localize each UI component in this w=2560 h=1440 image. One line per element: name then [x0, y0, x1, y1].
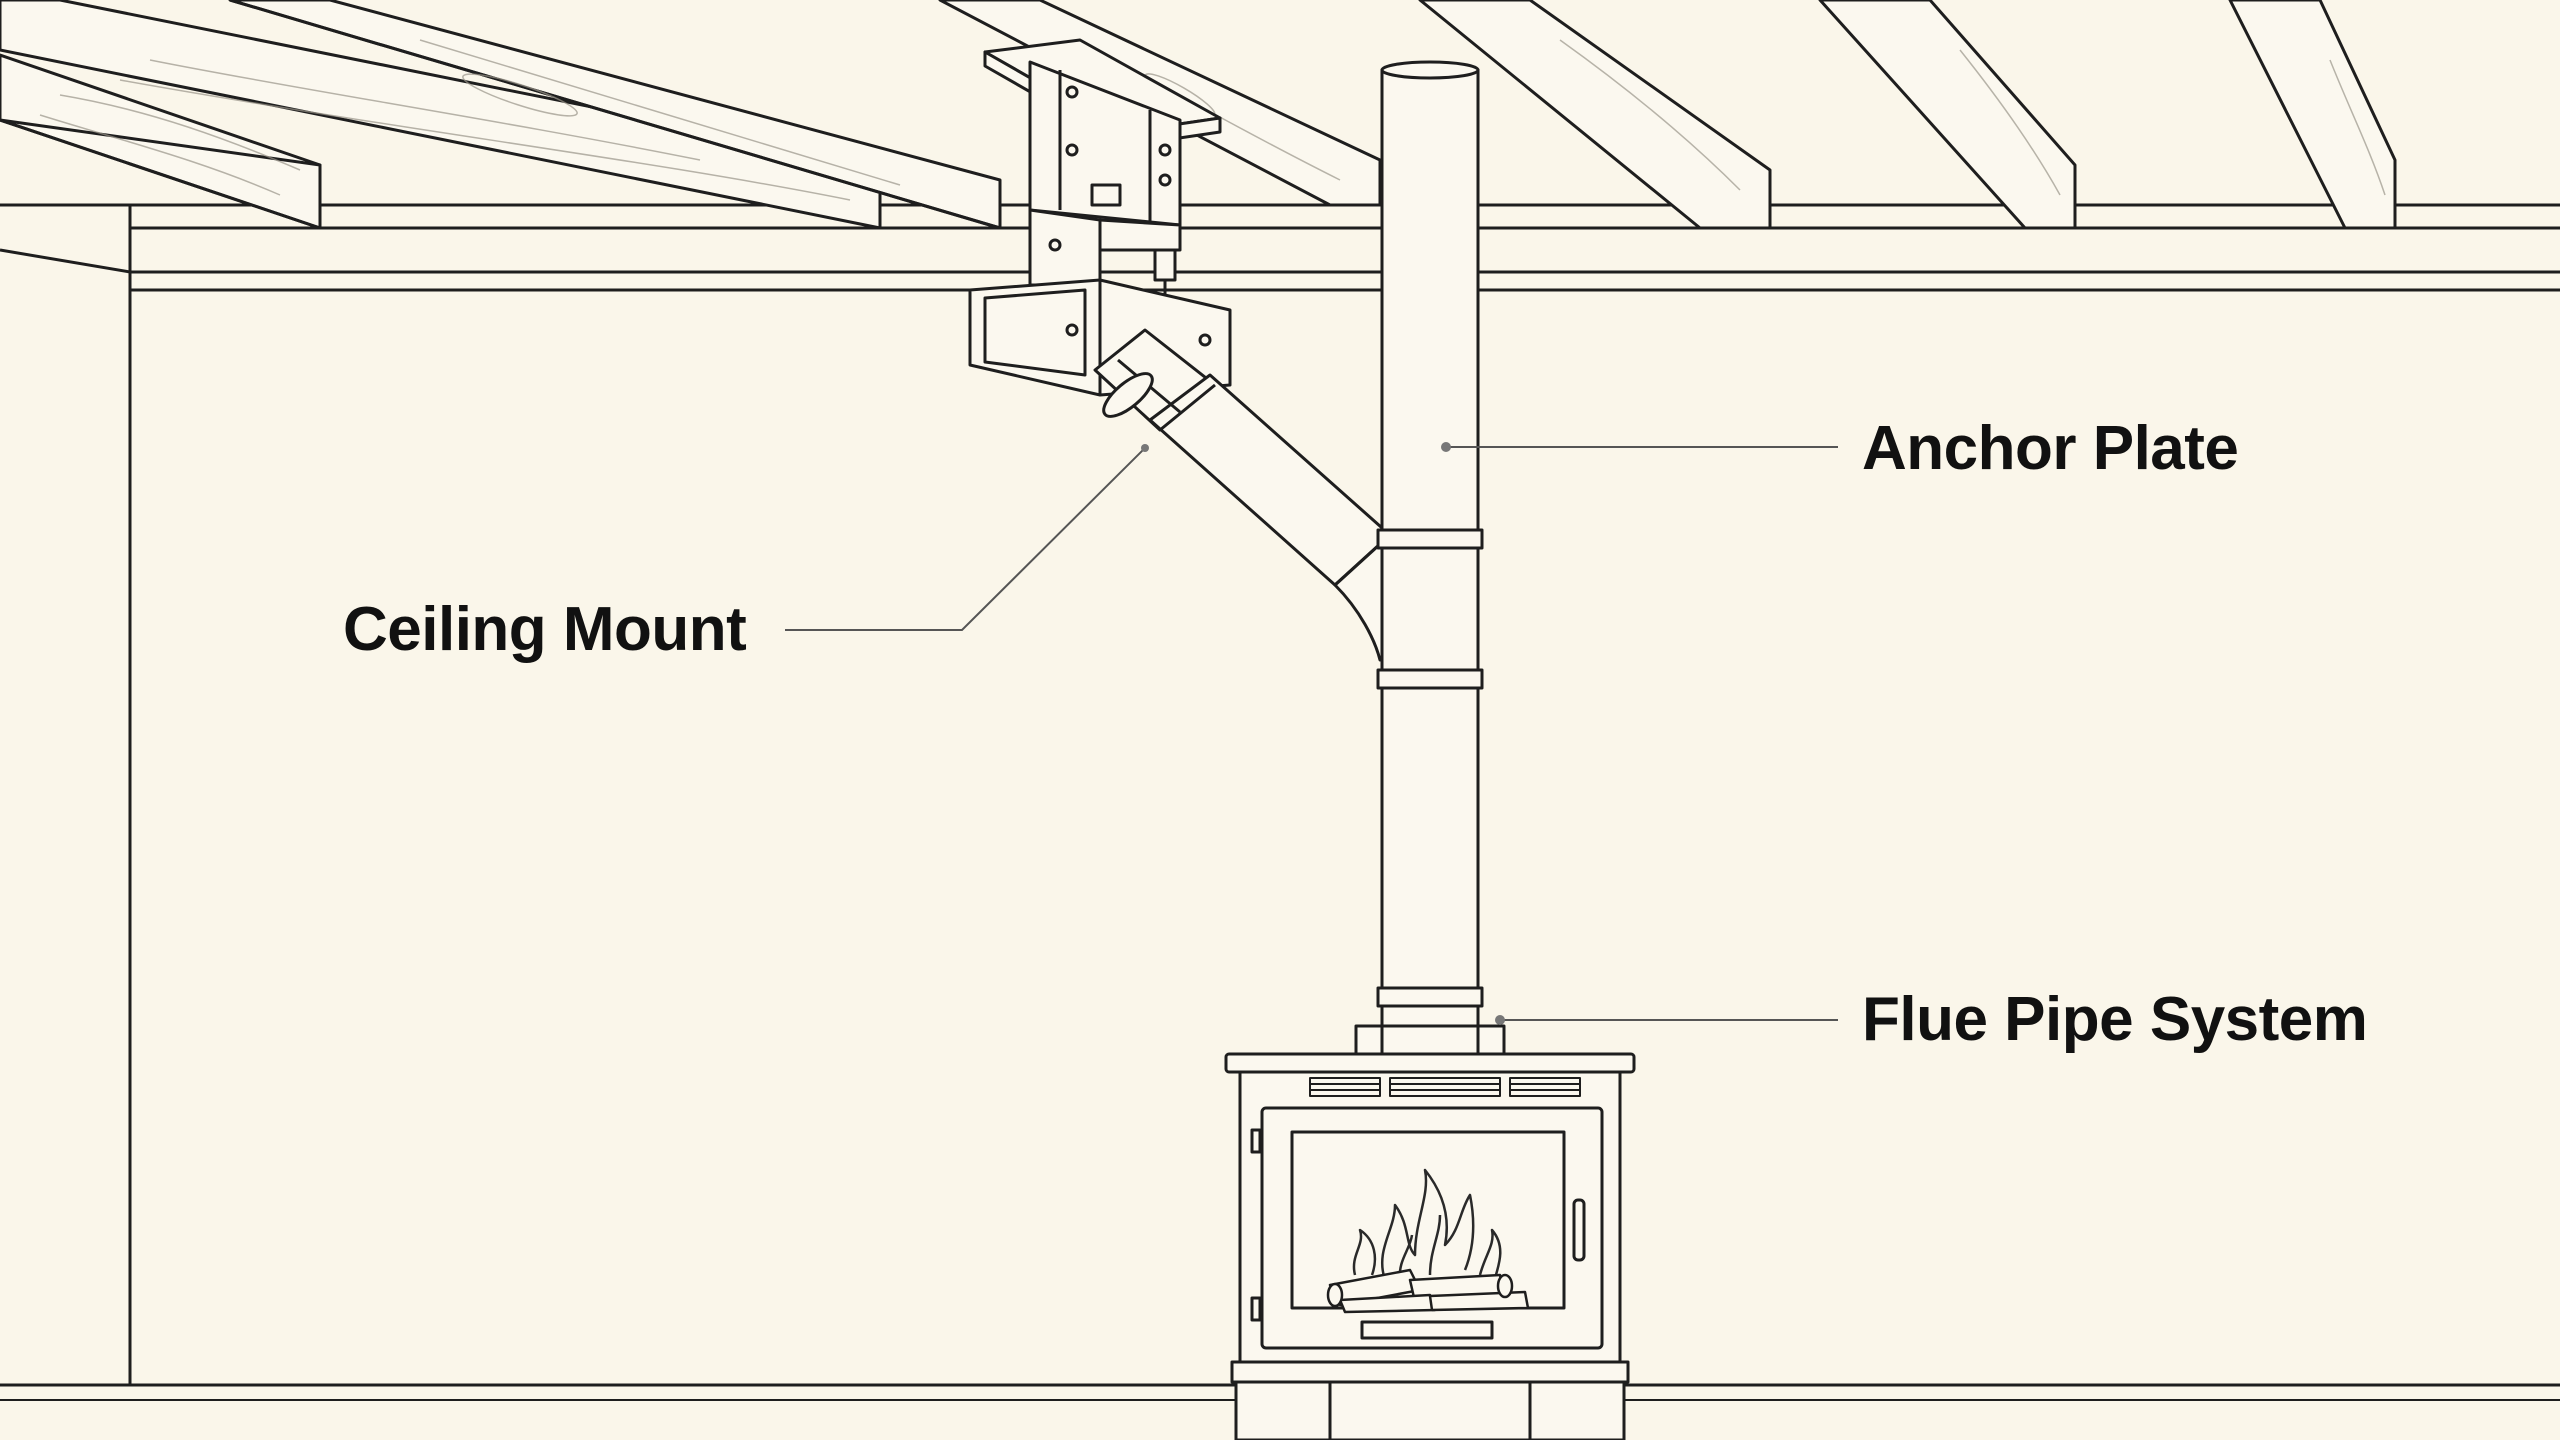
leader-anchor-plate	[1441, 442, 1838, 452]
joist-3	[228, 0, 1002, 230]
vertical-flue-pipe	[1354, 60, 1506, 1056]
wood-stove	[1224, 1052, 1636, 1440]
callout-leaders	[785, 442, 1838, 1025]
stove-handle	[1572, 1198, 1586, 1262]
joist-2	[0, 0, 882, 230]
label-flue-pipe-system: Flue Pipe System	[1862, 985, 2367, 1054]
ceiling-structure	[0, 0, 2560, 1401]
ceiling-beam	[0, 203, 2560, 292]
fire-flames	[1352, 1168, 1502, 1281]
joist-6	[1818, 0, 2077, 230]
leader-ceiling-mount	[785, 444, 1149, 631]
fire-logs	[1326, 1268, 1530, 1314]
label-ceiling-mount: Ceiling Mount	[343, 595, 746, 664]
joist-5	[1418, 0, 1772, 230]
leader-flue-pipe-system	[1495, 1015, 1838, 1025]
stove-vents	[1309, 1077, 1581, 1097]
joist-7	[2228, 0, 2397, 230]
left-wall-edge	[0, 205, 132, 1387]
label-anchor-plate: Anchor Plate	[1862, 414, 2238, 483]
stove-top	[1224, 1052, 1636, 1074]
wood-grain	[39, 39, 2386, 201]
